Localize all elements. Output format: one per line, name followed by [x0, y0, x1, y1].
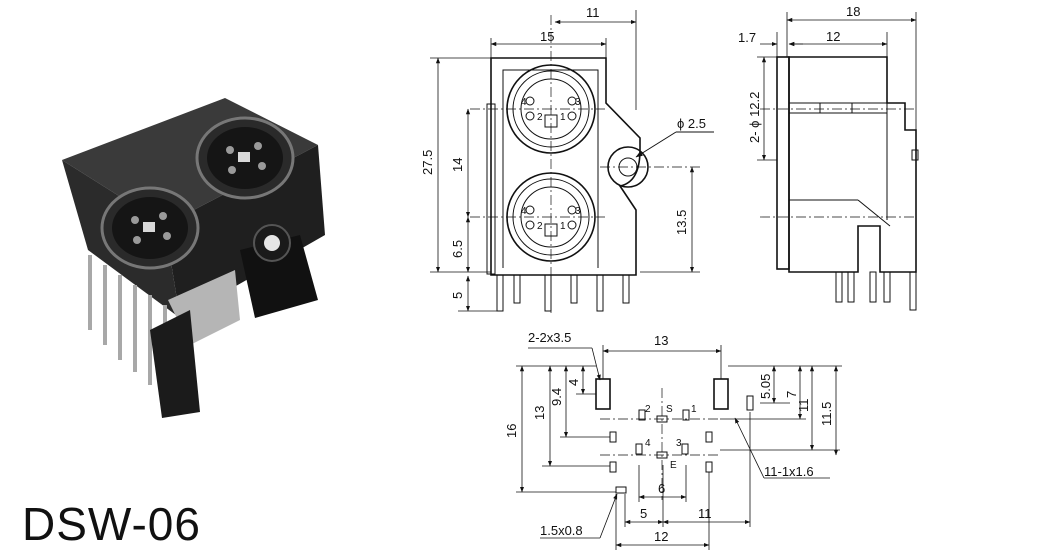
dim-boss-dia: 2- ϕ 12.2 — [747, 92, 762, 143]
front-leg — [150, 310, 200, 418]
front-pins — [496, 274, 630, 312]
dim-b5: 5 — [640, 506, 647, 521]
dim-b11: 11 — [698, 506, 712, 521]
side-view: 18 1.7 12 2- ϕ 12.2 — [738, 4, 919, 311]
dim-pitch: 14 — [450, 158, 465, 172]
dim-r11-5: 11.5 — [819, 402, 834, 426]
svg-text:3: 3 — [676, 438, 682, 449]
svg-text:1: 1 — [691, 404, 697, 415]
dim-lower-offset: 6.5 — [450, 240, 465, 258]
side-pins — [835, 271, 917, 311]
dim-hole-dia: ϕ 2.5 — [677, 116, 706, 131]
dim-small-pad: 1.5x0.8 — [540, 523, 583, 538]
dim-width-top: 11 — [586, 5, 600, 20]
dim-width-socket: 15 — [540, 29, 554, 44]
mounting-boss — [240, 224, 318, 318]
svg-text:2: 2 — [537, 112, 543, 123]
product-photo — [62, 98, 325, 418]
dim-row4: 4 — [566, 379, 581, 386]
dim-row9-4: 9.4 — [549, 388, 564, 406]
svg-text:4: 4 — [645, 438, 651, 449]
svg-text:3: 3 — [575, 97, 581, 108]
svg-text:4: 4 — [521, 97, 527, 108]
footprint-slot-left — [595, 378, 611, 410]
svg-text:E: E — [670, 460, 677, 471]
dim-pin-length: 5 — [450, 292, 465, 299]
svg-text:4: 4 — [521, 206, 527, 217]
svg-text:3: 3 — [575, 206, 581, 217]
dim-r7: 7 — [784, 391, 799, 398]
dim-height-total: 27.5 — [420, 150, 435, 175]
dim-pin-pad: 11-1x1.6 — [764, 464, 814, 479]
pcb-footprint: 2 S 1 4 3 E 13 2-2x3.5 16 13 9.4 4 — [504, 330, 842, 550]
dim-b6: 6 — [658, 481, 665, 496]
dim-slot-span: 13 — [654, 333, 668, 348]
svg-text:S: S — [666, 404, 673, 415]
side-front-plate — [776, 56, 790, 270]
mini-din-socket-lower — [100, 186, 200, 270]
dim-row13: 13 — [532, 406, 547, 420]
svg-text:2: 2 — [645, 404, 651, 415]
front-inner — [502, 69, 599, 268]
svg-text:2: 2 — [537, 221, 543, 232]
dim-body-depth: 12 — [826, 29, 840, 44]
front-housing — [490, 57, 641, 276]
dim-r11: 11 — [796, 399, 811, 413]
side-body — [788, 56, 917, 273]
housing-front — [165, 145, 325, 318]
dim-r5-05: 5.05 — [758, 374, 773, 399]
svg-text:1: 1 — [560, 221, 566, 232]
front-view: 4 3 2 1 4 3 2 1 — [420, 5, 714, 315]
dim-slot-size: 2-2x3.5 — [528, 330, 571, 345]
dim-row16: 16 — [504, 424, 519, 438]
svg-text:1: 1 — [560, 112, 566, 123]
model-title: DSW-06 — [22, 498, 201, 550]
dim-hole-height: 13.5 — [674, 210, 689, 235]
front-flange — [486, 103, 496, 275]
dim-depth-total: 18 — [846, 4, 860, 19]
front-mount-hole — [600, 131, 714, 188]
dim-b12: 12 — [654, 529, 668, 544]
dim-front-offset: 1.7 — [738, 30, 756, 45]
mini-din-socket-upper — [195, 116, 295, 200]
footprint-slot-right — [713, 378, 729, 410]
